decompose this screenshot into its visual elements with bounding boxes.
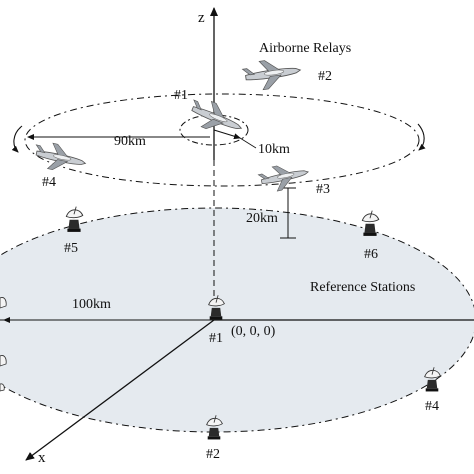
station-dish-edge-bottom <box>0 383 5 392</box>
x-axis-label: x <box>38 450 46 466</box>
orbit-rotation-arrow-left <box>11 125 23 153</box>
turn-radius-label: 10km <box>258 142 290 157</box>
turn-circle <box>179 114 249 146</box>
radius-100km-label: 100km <box>72 297 111 312</box>
station-label-5: #5 <box>64 241 78 256</box>
turn-radius-arrow <box>213 129 241 140</box>
origin-label: (0, 0, 0) <box>231 324 276 339</box>
relay-aircraft-3 <box>256 159 312 195</box>
relay-orbit-ring <box>24 93 420 187</box>
x-axis <box>25 319 215 461</box>
station-label-1: #1 <box>209 331 223 346</box>
station-dish-edge-lower <box>0 355 7 367</box>
airborne-relays-title: Airborne Relays <box>259 41 351 56</box>
altitude-label: 20km <box>246 211 278 226</box>
orbit-diameter-label: 90km <box>114 134 146 149</box>
orbit-rotation-arrow-right <box>417 123 426 151</box>
reference-stations-title: Reference Stations <box>310 280 415 295</box>
relay-label-1: #1 <box>174 88 188 103</box>
station-label-2: #2 <box>206 447 220 462</box>
relay-label-2: #2 <box>318 69 332 84</box>
z-axis-label: z <box>198 10 205 26</box>
relay-label-3: #3 <box>316 182 330 197</box>
turn-radius-leader <box>239 137 257 149</box>
relay-label-4: #4 <box>42 175 56 190</box>
station-label-6: #6 <box>364 247 378 262</box>
station-label-4: #4 <box>425 399 439 414</box>
station-dish-edge-upper <box>0 297 7 309</box>
relay-aircraft-2 <box>241 55 303 93</box>
